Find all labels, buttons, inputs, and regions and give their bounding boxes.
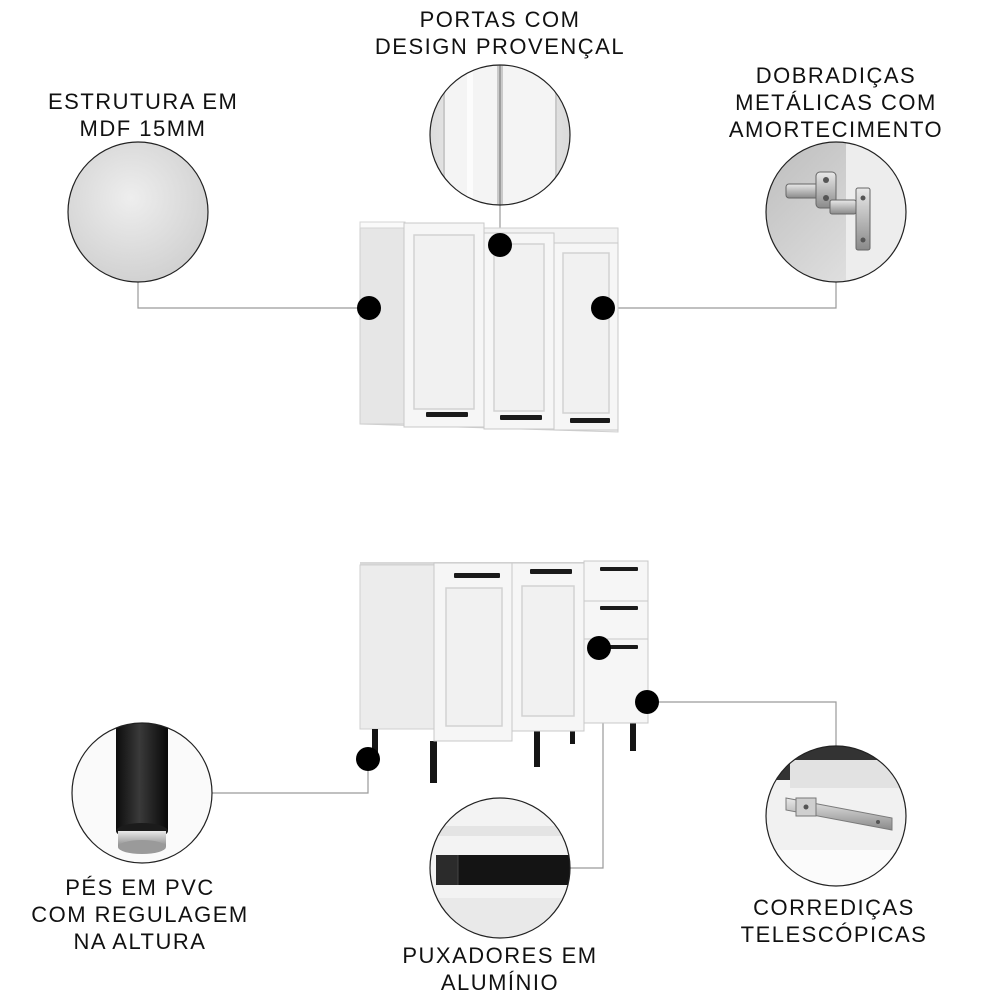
label-slides-line-1: CORREDIÇAS	[753, 895, 915, 920]
lower-cabinet-legs	[372, 717, 636, 783]
upper-door-right-handle	[570, 418, 610, 423]
zoom-circle-doors	[429, 64, 571, 206]
upper-door-middle	[483, 232, 555, 430]
lower-door-right	[511, 562, 585, 732]
label-hinges-line-1: DOBRADIÇAS	[755, 63, 917, 88]
marker-dot-icon	[587, 636, 611, 660]
label-handles-line-2: ALUMÍNIO	[440, 970, 560, 995]
label-slides-line-2: TELESCÓPICAS	[740, 922, 928, 947]
lower-door-left-handle	[454, 573, 500, 578]
label-feet-line-1: PÉS EM PVC	[65, 875, 215, 900]
label-handles-line-1: PUXADORES EM	[402, 943, 598, 968]
telescopic-slide-icon	[785, 797, 893, 831]
marker-dots	[356, 233, 659, 771]
marker-dot-icon	[635, 690, 659, 714]
label-hinges-line-3: AMORTECIMENTO	[728, 117, 944, 142]
label-slides: CORREDIÇAS TELESCÓPICAS	[734, 894, 934, 948]
label-feet: PÉS EM PVC COM REGULAGEM NA ALTURA	[30, 874, 250, 955]
upper-door-left	[403, 222, 485, 428]
label-hinges: DOBRADIÇAS METÁLICAS COM AMORTECIMENTO	[726, 62, 946, 143]
label-hinges-line-2: METÁLICAS COM	[735, 90, 937, 115]
label-doors-line-1: PORTAS COM	[419, 7, 581, 32]
zoom-circle-structure	[67, 141, 209, 283]
leader-line-structure	[137, 282, 369, 309]
label-structure: ESTRUTURA EM MDF 15MM	[48, 88, 238, 142]
marker-dot-icon	[488, 233, 512, 257]
label-doors-line-2: DESIGN PROVENÇAL	[374, 34, 626, 59]
leader-line-feet	[212, 758, 369, 794]
upper-cabinet	[359, 221, 619, 433]
label-doors: PORTAS COM DESIGN PROVENÇAL	[360, 6, 640, 60]
label-structure-line-2: MDF 15MM	[79, 116, 207, 141]
zoom-circle-hinges	[765, 141, 907, 283]
lower-door-right-handle	[530, 569, 572, 574]
lower-door-left	[433, 562, 513, 742]
label-structure-line-1: ESTRUTURA EM	[48, 89, 239, 114]
leader-line-hinges	[603, 282, 837, 309]
marker-dot-icon	[356, 747, 380, 771]
label-feet-line-3: NA ALTURA	[73, 929, 207, 954]
upper-door-right	[553, 242, 619, 431]
label-handles: PUXADORES EM ALUMÍNIO	[390, 942, 610, 996]
zoom-circle-feet	[71, 722, 213, 864]
zoom-circle-slides	[765, 745, 907, 887]
label-feet-line-2: COM REGULAGEM	[31, 902, 249, 927]
marker-dot-icon	[357, 296, 381, 320]
upper-door-left-handle	[426, 412, 468, 417]
lower-cabinet	[359, 560, 649, 783]
aluminum-handle-icon	[436, 855, 570, 885]
marker-dot-icon	[591, 296, 615, 320]
hinge-icon	[785, 171, 871, 251]
zoom-circle-handles	[429, 797, 571, 939]
adjustable-leg-icon	[116, 723, 168, 854]
upper-door-middle-handle	[500, 415, 542, 420]
leader-line-slides	[647, 701, 837, 746]
